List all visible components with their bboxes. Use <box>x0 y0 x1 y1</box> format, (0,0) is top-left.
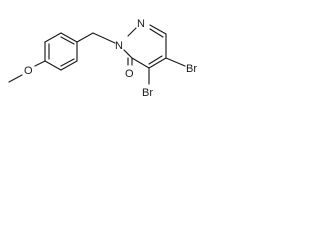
bond-aryl-methylene <box>76 32 94 43</box>
bond-c3-n2 <box>123 49 133 59</box>
bond-oxygen-aryl <box>34 60 46 67</box>
bromine-upper-label: Br <box>186 63 197 75</box>
bond-c4-c3 <box>131 57 150 69</box>
bond-methyl-oxygen <box>8 74 23 83</box>
bond-benzene-3-inner <box>60 36 75 45</box>
bond-c5-c4-inner <box>148 55 163 65</box>
ring-nitrogen-1-label: N <box>137 18 145 30</box>
bond-n1-c6-inner <box>149 28 164 38</box>
bond-benzene-6 <box>44 60 62 71</box>
bond-n1-c6 <box>149 24 167 35</box>
bromine-lower-label: Br <box>142 87 153 99</box>
chemical-structure: O N N O Br Br <box>8 18 197 99</box>
methoxy-oxygen-label: O <box>24 65 33 77</box>
bond-benzene-5 <box>60 60 78 71</box>
carbonyl-oxygen-label: O <box>125 68 134 80</box>
atom-labels: O N N O Br Br <box>24 18 197 99</box>
bonds <box>8 24 186 85</box>
bond-methylene-nitrogen <box>92 32 116 44</box>
bond-n2-n1 <box>127 27 137 37</box>
bond-c5-bromine <box>165 57 186 67</box>
bond-c5-c4 <box>148 57 167 69</box>
ring-nitrogen-2-label: N <box>115 40 123 52</box>
bond-benzene-5-inner <box>60 58 75 67</box>
bond-benzene-3 <box>60 32 78 43</box>
bond-benzene-2 <box>44 32 62 43</box>
